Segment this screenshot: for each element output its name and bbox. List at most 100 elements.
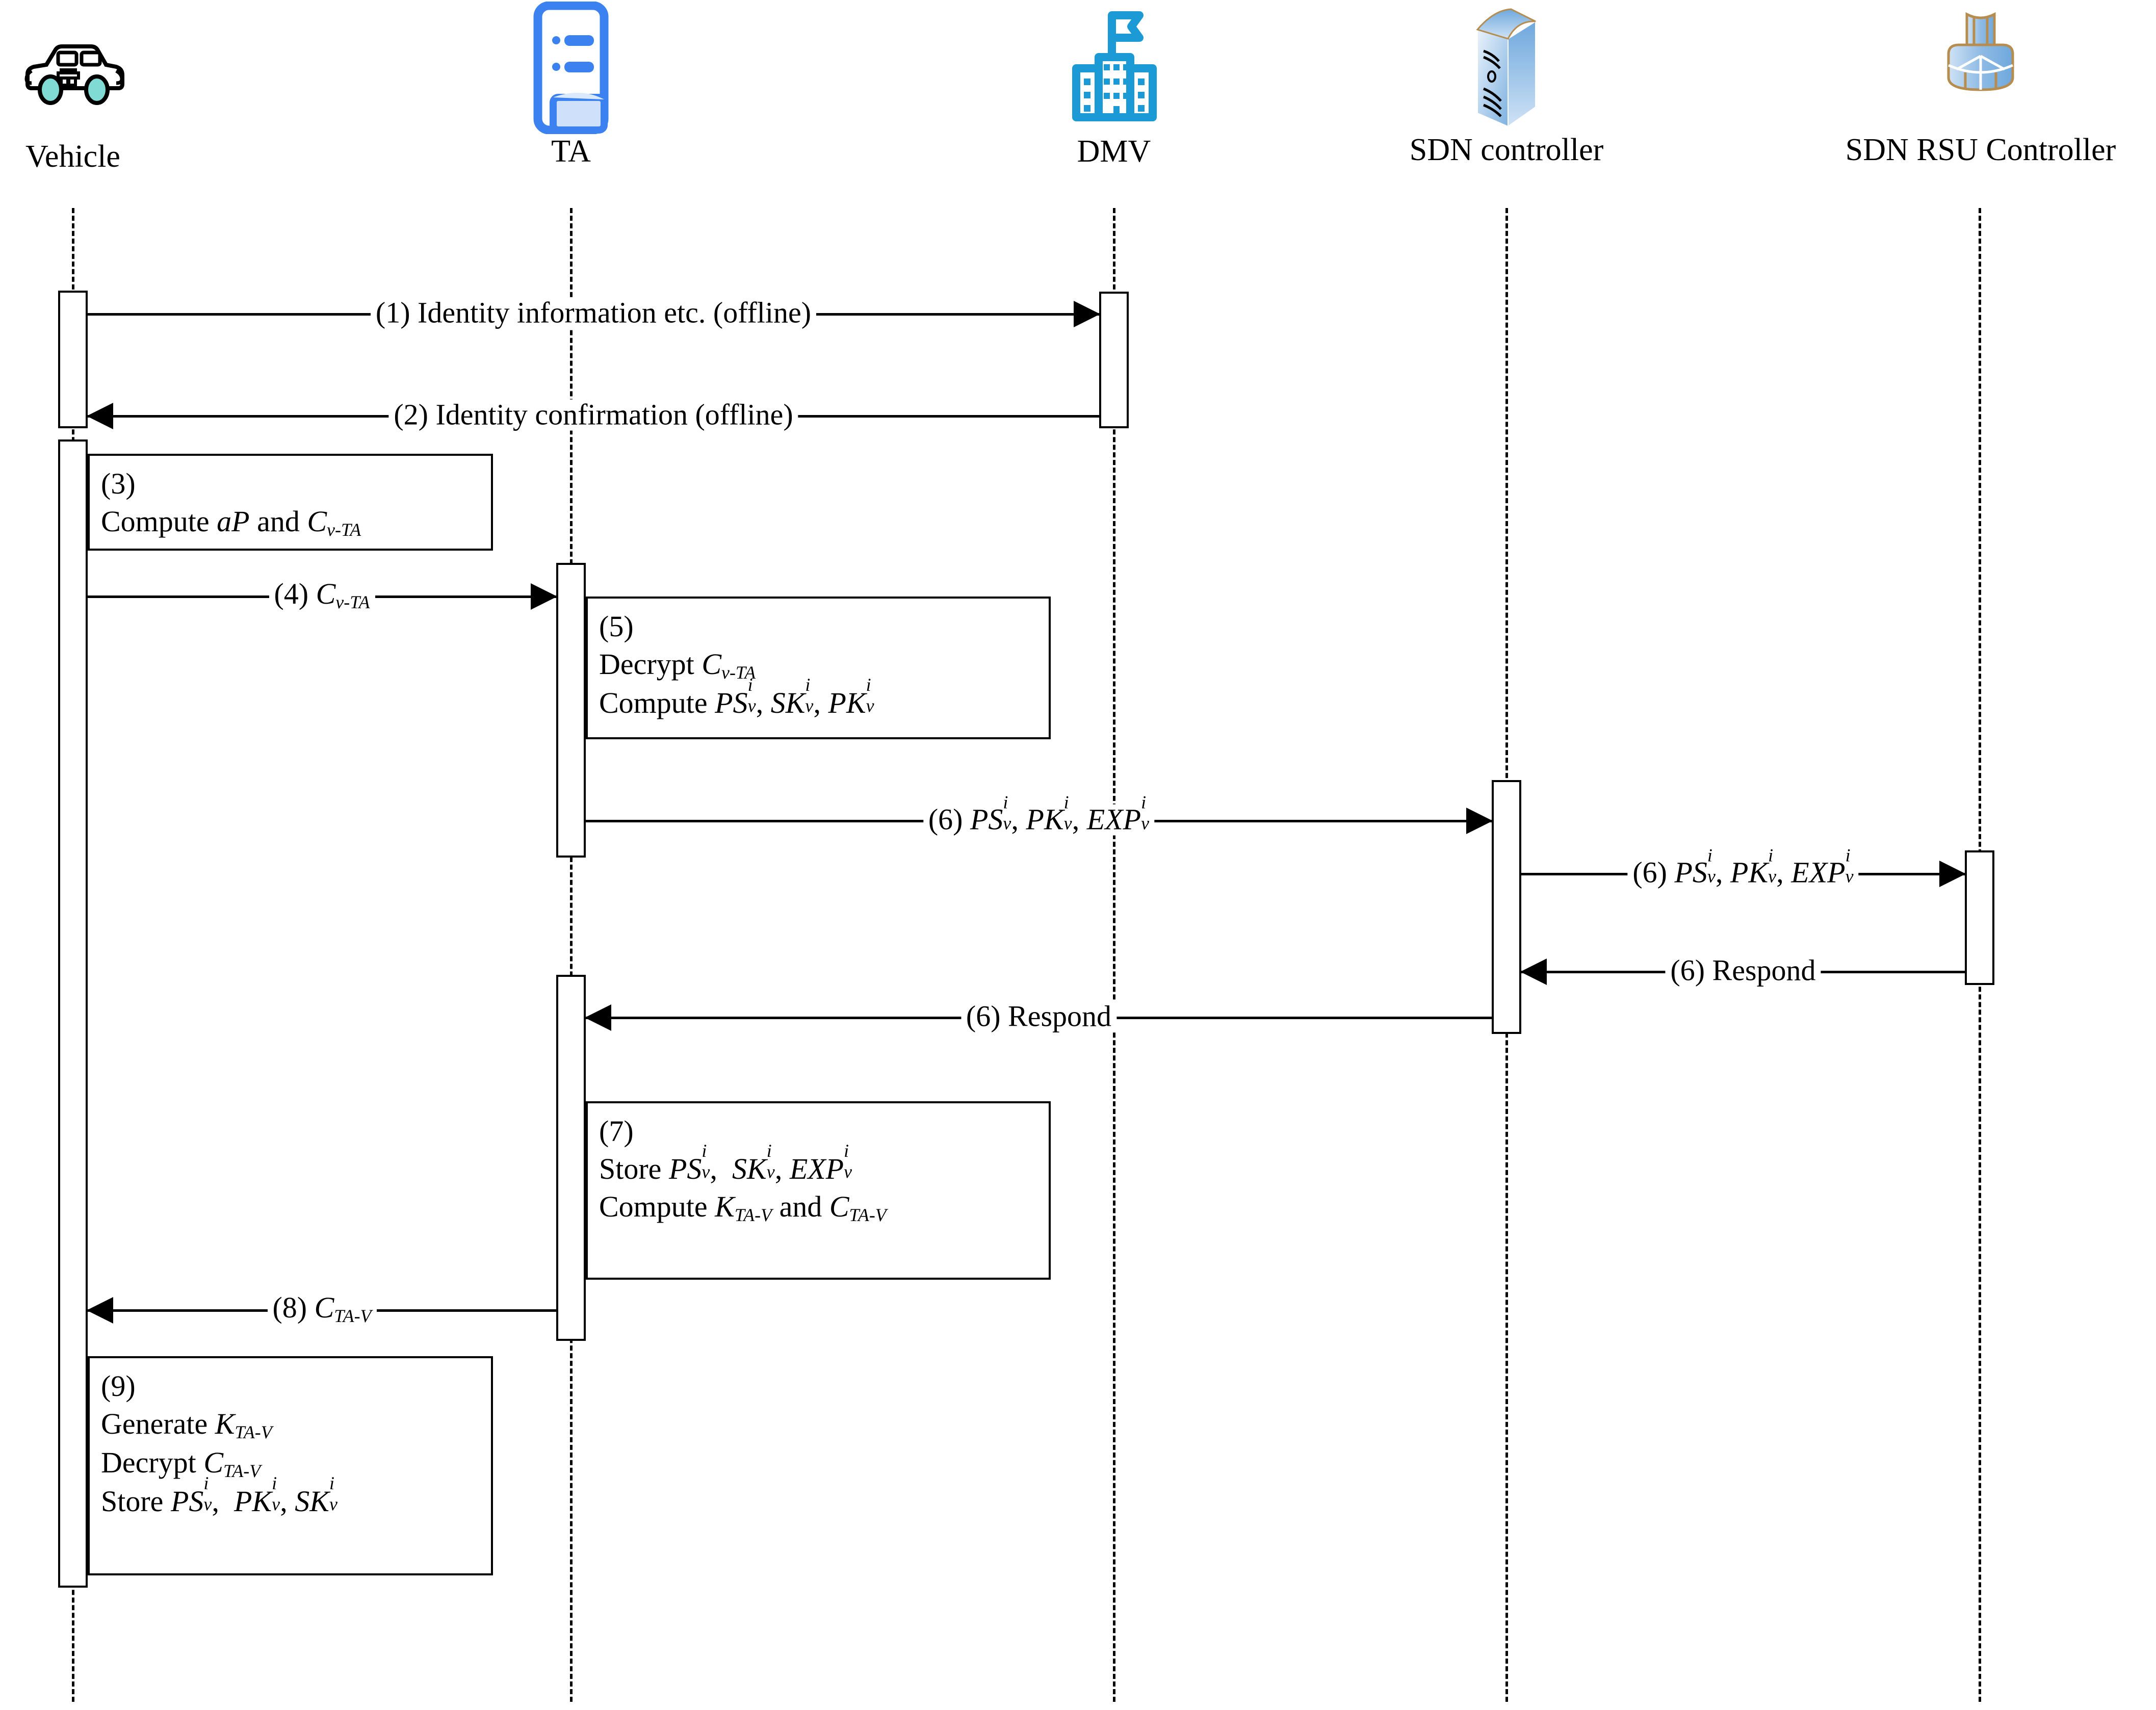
actor-label-dmv: DMV	[1077, 134, 1151, 169]
actor-label-vehicle: Vehicle	[25, 139, 120, 174]
note-7-number: (7)	[599, 1115, 634, 1148]
arrowhead-right-icon	[531, 583, 557, 610]
message-8-symbol: C	[314, 1291, 334, 1325]
comma: ,	[1072, 802, 1087, 836]
note-5-sub: v-TA	[721, 662, 756, 683]
sym-pk: PK	[1730, 856, 1769, 889]
sym-ps: PS	[970, 802, 1003, 836]
note-5-pre2: Compute	[599, 686, 715, 720]
sym-pk: PK	[828, 686, 866, 720]
message-6b-label: (6) PSivi, PKivi, EXPivi	[1627, 846, 1859, 889]
activation-ta-2	[556, 975, 586, 1341]
message-8-subscript: TA-V	[334, 1306, 372, 1327]
note-7-c: C	[829, 1190, 849, 1224]
sub-v: v	[702, 1161, 710, 1182]
note-9-number: (9)	[101, 1369, 136, 1403]
sub-v: v	[1063, 813, 1072, 834]
comma: ,	[756, 686, 771, 720]
note-5-pre: Decrypt	[599, 647, 702, 681]
sub-v: v	[1003, 813, 1011, 834]
document-list-icon	[512, 2, 630, 134]
lifeline-dmv	[1113, 208, 1115, 1702]
sub-v: v	[747, 695, 756, 716]
sym-exp: EXP	[789, 1152, 844, 1186]
sup-i: i	[329, 1472, 334, 1493]
sup-i: i	[272, 1472, 277, 1493]
sym-ps: PS	[668, 1152, 702, 1186]
comma: ,	[710, 1152, 725, 1186]
arrowhead-right-icon	[1939, 861, 1966, 887]
sup-i: i	[844, 1140, 849, 1161]
note-9-line-1: Generate KTA-V	[101, 1405, 480, 1444]
message-6a-label: (6) PSivi, PKivi, EXPivi	[923, 793, 1155, 836]
note-5-line-2: Compute PSivi, SKivi, PKivi	[599, 675, 1037, 722]
note-9-line-2: Decrypt CTA-V	[101, 1444, 480, 1483]
rsu-tower-icon	[1922, 3, 2039, 130]
activation-sdn-controller-1	[1492, 780, 1521, 1034]
note-9-ksub: TA-V	[235, 1422, 272, 1443]
sub-v: v	[272, 1493, 280, 1514]
sup-i: i	[805, 674, 811, 695]
arrowhead-left-icon	[87, 1297, 113, 1324]
note-7: (7) Store PSivi, SKivi, EXPivi Compute K…	[586, 1101, 1051, 1280]
note-9-pre3: Store	[101, 1485, 171, 1518]
note-7-line-2: Compute KTA-V and CTA-V	[599, 1188, 1037, 1227]
comma: ,	[1011, 802, 1026, 836]
note-7-csub: TA-V	[849, 1205, 887, 1226]
message-6d-label: (6) Respond	[960, 1001, 1117, 1032]
activation-vehicle-1	[58, 291, 88, 428]
note-9-csub: TA-V	[223, 1461, 261, 1482]
note-9-line-3: Store PSivi, PKivi, SKivi	[101, 1473, 480, 1520]
actor-label-sdn-controller: SDN controller	[1409, 133, 1604, 167]
sub-v: v	[766, 1161, 775, 1182]
note-3-number: (3)	[101, 467, 136, 500]
actor-ta: TA	[512, 2, 630, 169]
sub-v: v	[203, 1493, 212, 1514]
activation-vehicle-2	[58, 439, 88, 1588]
message-4-subscript: v-TA	[335, 592, 370, 613]
sub-v: v	[866, 695, 874, 716]
note-7-ksub: TA-V	[734, 1205, 772, 1226]
note-7-k: K	[715, 1190, 735, 1224]
note-3-mid: and	[249, 505, 307, 538]
comma: ,	[212, 1485, 227, 1518]
sup-i: i	[203, 1472, 209, 1493]
note-3-ap: aP	[217, 505, 250, 538]
actor-label-ta: TA	[551, 134, 591, 169]
sub-v: v	[1141, 813, 1150, 834]
note-5-number: (5)	[599, 610, 634, 643]
sup-i: i	[1768, 845, 1774, 866]
sym-ps: PS	[1674, 856, 1707, 889]
sup-i: i	[747, 674, 753, 695]
message-2-label: (2) Identity confirmation (offline)	[388, 399, 798, 431]
actor-sdn-controller: SDN controller	[1410, 3, 1603, 166]
sup-i: i	[766, 1140, 772, 1161]
sym-sk: SK	[295, 1485, 329, 1518]
note-7-pre2: Compute	[599, 1190, 715, 1224]
sub-v: v	[844, 1161, 852, 1182]
sub-v: v	[805, 695, 814, 716]
note-3-line-1: Compute aP and Cv-TA	[101, 503, 480, 541]
sup-i: i	[866, 674, 871, 695]
note-9: (9) Generate KTA-V Decrypt CTA-V Store P…	[88, 1356, 493, 1575]
sym-pk: PK	[1026, 802, 1064, 836]
sub-v: v	[1768, 866, 1777, 887]
sub-v: v	[329, 1493, 337, 1514]
sub-v: v	[1845, 866, 1854, 887]
note-3-c: C	[307, 505, 327, 538]
message-6a-number: (6)	[928, 802, 970, 836]
arrowhead-left-icon	[87, 403, 113, 429]
comma: ,	[1716, 856, 1731, 889]
message-6c-label: (6) Respond	[1665, 955, 1821, 987]
sup-i: i	[1707, 845, 1712, 866]
actor-dmv: DMV	[1055, 4, 1173, 167]
sup-i: i	[1063, 792, 1069, 813]
comma: ,	[813, 686, 828, 720]
car-icon	[14, 9, 132, 137]
comma: ,	[774, 1152, 790, 1186]
comma: ,	[1776, 856, 1791, 889]
actor-vehicle: Vehicle	[14, 9, 132, 172]
sup-i: i	[1003, 792, 1008, 813]
note-9-c: C	[203, 1446, 223, 1480]
